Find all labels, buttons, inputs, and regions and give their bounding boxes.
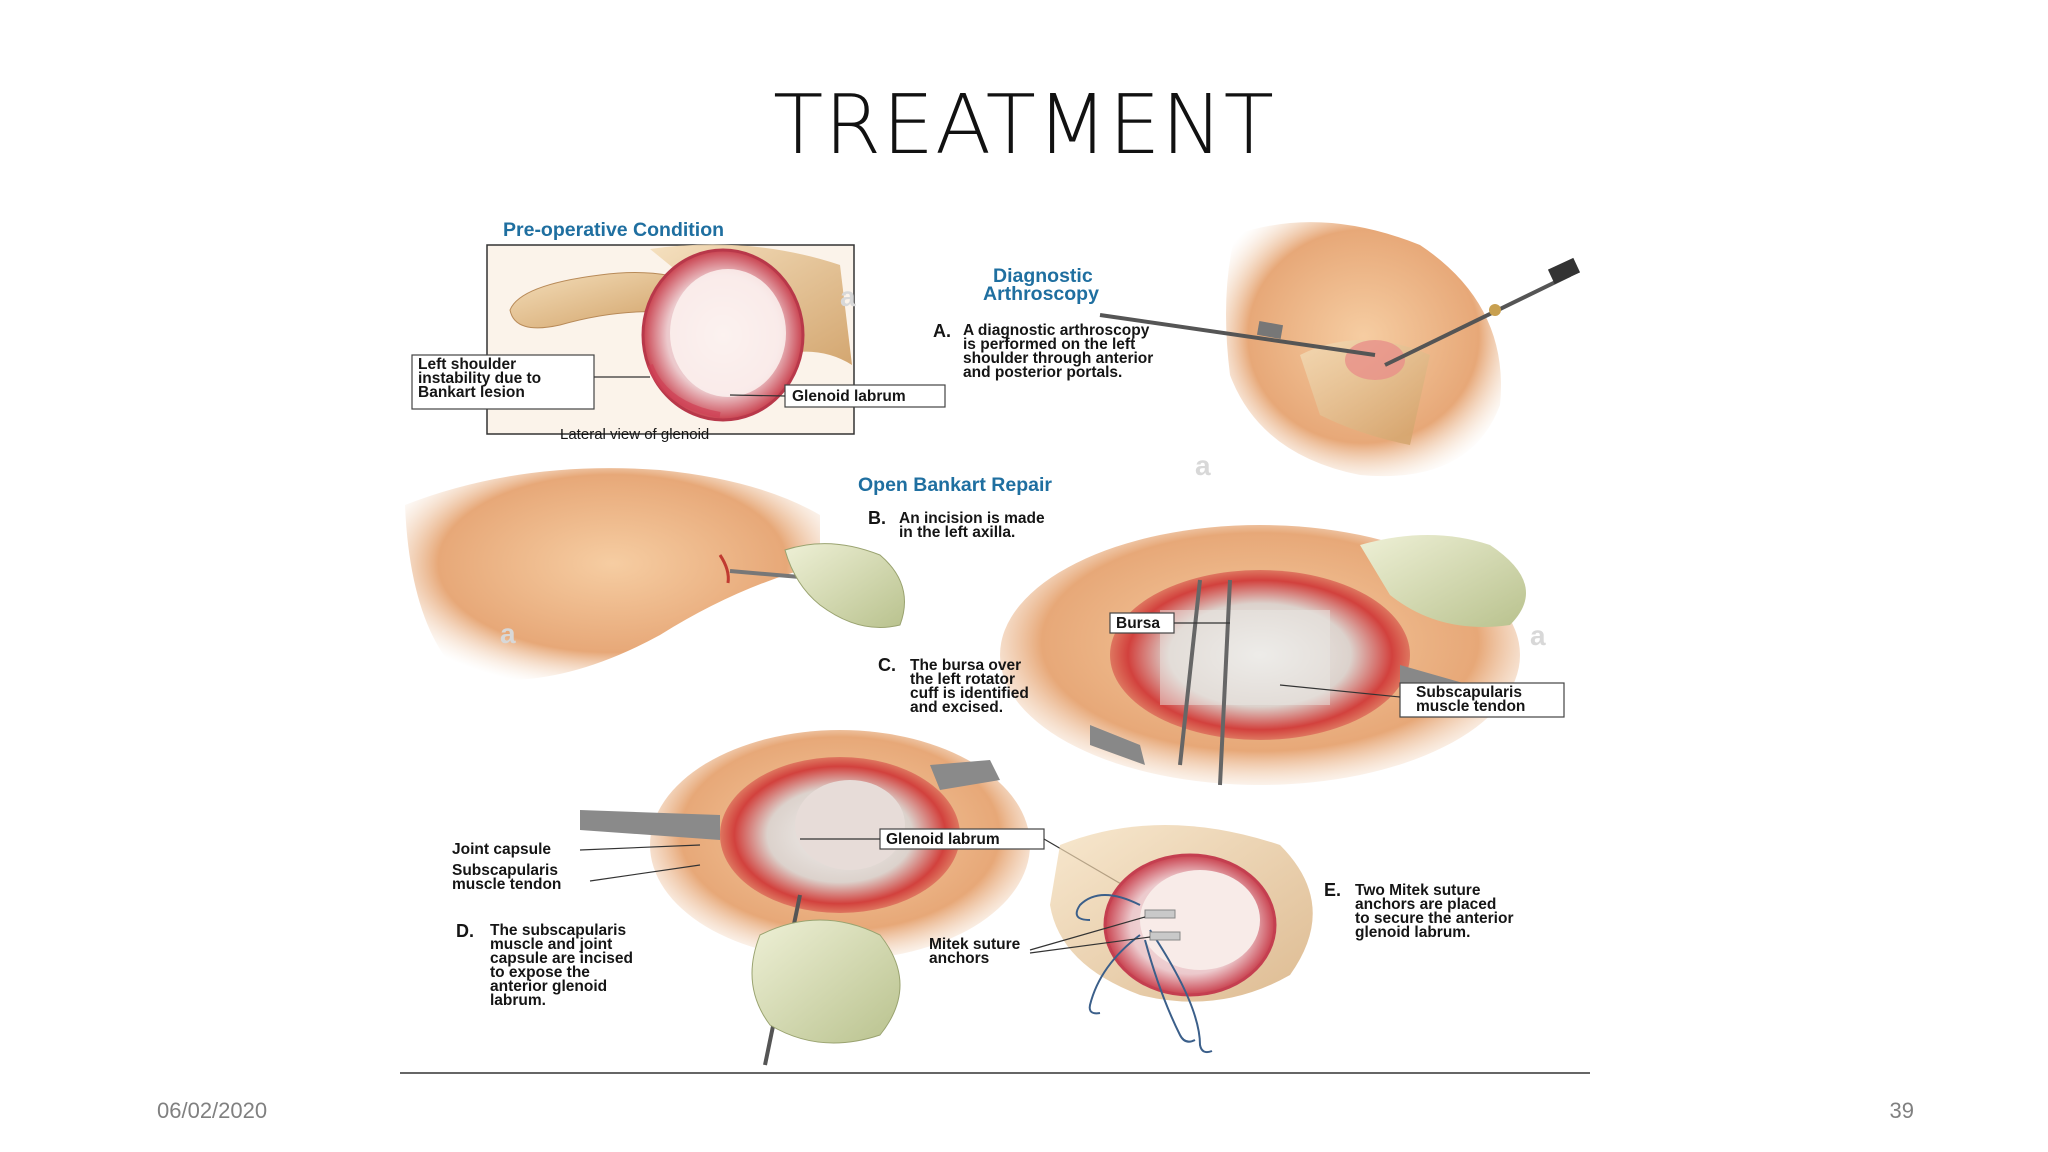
diagnostic-panel: Diagnostic Arthroscopy A. A diagnostic a…	[933, 222, 1581, 477]
svg-text:a: a	[1530, 620, 1546, 651]
surgical-illustration: Pre-operative Condition Left shoulder in…	[400, 205, 1590, 1075]
step-a-text: A diagnostic arthroscopy is performed on…	[963, 322, 1158, 381]
diagnostic-heading: Diagnostic Arthroscopy	[983, 265, 1099, 305]
step-e-letter: E.	[1324, 880, 1341, 900]
preop-labrum-label: Glenoid labrum	[792, 388, 906, 405]
step-d-letter: D.	[456, 921, 474, 941]
preop-caption: Lateral view of glenoid	[560, 426, 709, 443]
subscapularis-c-label-box	[1399, 682, 1565, 718]
illustration-svg: Pre-operative Condition Left shoulder in…	[400, 219, 1590, 1074]
svg-text:a: a	[840, 281, 856, 312]
step-b-letter: B.	[868, 508, 886, 528]
subscapularis-d-label: Subscapularis muscle tendon	[452, 862, 562, 893]
glenoid-labrum-label: Glenoid labrum	[886, 831, 1000, 848]
joint-capsule-label: Joint capsule	[452, 841, 551, 858]
open-repair-heading: Open Bankart Repair	[858, 474, 1052, 496]
step-c-text: The bursa over the left rotator cuff is …	[910, 657, 1033, 716]
mitek-label: Mitek suture anchors	[929, 936, 1025, 967]
slide-page-number: 39	[1889, 1098, 1914, 1123]
preop-lesion-label: Left shoulder instability due to Bankart…	[418, 356, 545, 401]
step-a-letter: A.	[933, 321, 951, 341]
slide-title: TREATMENT	[773, 78, 1275, 173]
svg-text:a: a	[1195, 450, 1211, 481]
preop-panel: Pre-operative Condition Left shoulder in…	[411, 219, 946, 443]
subscapularis-c-label: Subscapularis muscle tendon	[1416, 684, 1526, 715]
svg-text:a: a	[500, 618, 516, 649]
step-e-text: Two Mitek suture anchors are placed to s…	[1355, 882, 1518, 941]
watermarks: a a a a	[500, 281, 1546, 651]
step-d-text: The subscapularis muscle and joint capsu…	[490, 922, 637, 1009]
preop-lesion-label-box	[411, 354, 595, 410]
open-repair-panel: Open Bankart Repair B. An incision is ma…	[405, 468, 1565, 1066]
bursa-label: Bursa	[1116, 615, 1160, 632]
preop-heading: Pre-operative Condition	[503, 219, 724, 241]
slide-date: 06/02/2020	[157, 1098, 268, 1123]
step-c-letter: C.	[878, 655, 896, 675]
step-b-text: An incision is made in the left axilla.	[899, 510, 1049, 541]
